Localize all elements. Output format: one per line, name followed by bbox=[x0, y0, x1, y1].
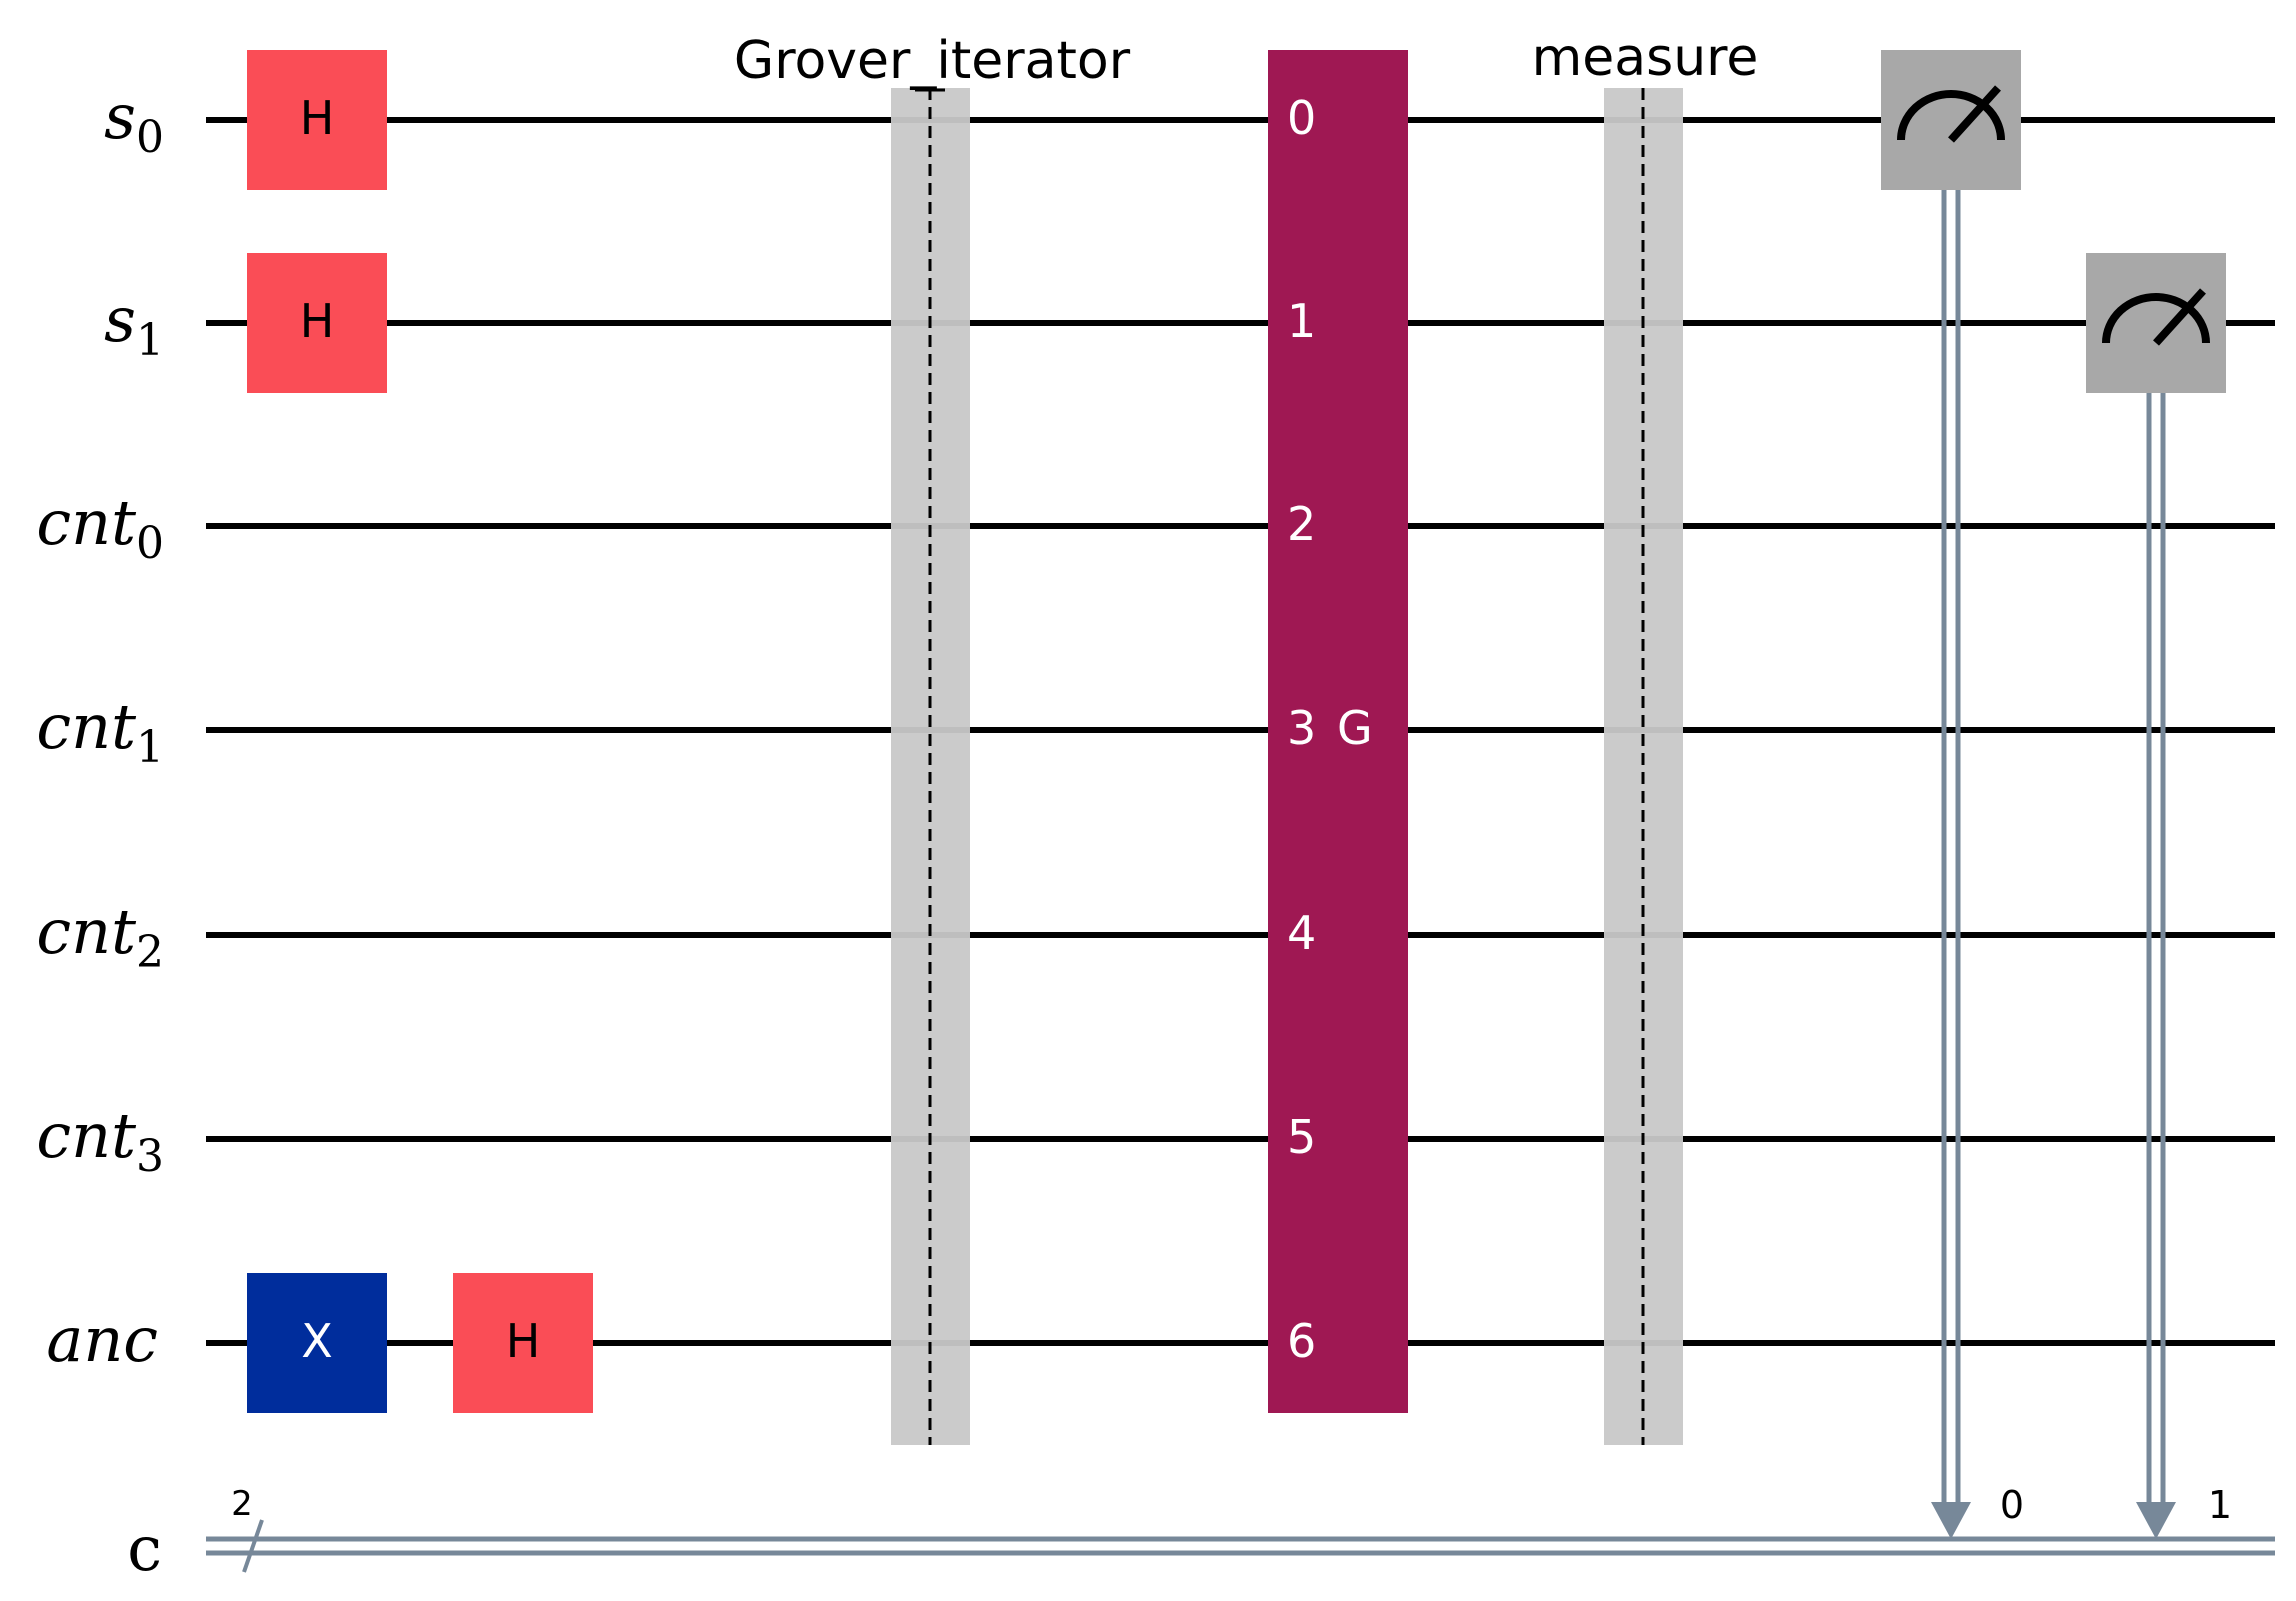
measure-connector-0 bbox=[1941, 190, 1961, 1505]
measure-gate-s0 bbox=[1881, 50, 2021, 190]
gate-h-anc: H bbox=[453, 1273, 593, 1413]
meter-icon bbox=[2102, 293, 2210, 344]
measure-arrow-1 bbox=[2136, 1502, 2176, 1539]
grover-port-5: 5 bbox=[1287, 1110, 1316, 1164]
barrier-label-grover-iterator: Grover_iterator bbox=[734, 31, 1131, 91]
wire-label-cnt3: cnt3 bbox=[36, 1099, 164, 1182]
wire-lines bbox=[206, 117, 2275, 1346]
grover-gate: 0 1 2 3 G 4 5 6 bbox=[1268, 50, 1408, 1413]
gate-h-s0: H bbox=[247, 50, 387, 190]
gate-h-s1: H bbox=[247, 253, 387, 393]
grover-port-2: 2 bbox=[1287, 497, 1316, 551]
grover-port-3: 3 bbox=[1287, 701, 1316, 755]
measure-arrow-0 bbox=[1931, 1502, 1971, 1539]
svg-text:H: H bbox=[506, 1314, 541, 1368]
grover-port-0: 0 bbox=[1287, 91, 1316, 145]
measure-bit-1: 1 bbox=[2208, 1483, 2232, 1527]
gate-x-anc: X bbox=[247, 1273, 387, 1413]
grover-gate-label: G bbox=[1337, 701, 1373, 755]
wire-label-c: c bbox=[127, 1512, 162, 1585]
measure-gate-s1 bbox=[2086, 253, 2226, 393]
meter-needle-icon bbox=[1948, 85, 2001, 143]
grover-port-6: 6 bbox=[1287, 1314, 1316, 1368]
meter-icon bbox=[1897, 90, 2005, 141]
wire-labels: s0 s1 cnt0 cnt1 cnt2 cnt3 anc c bbox=[36, 80, 164, 1585]
barrier-label-measure: measure bbox=[1532, 28, 1759, 88]
classical-bus-width: 2 bbox=[231, 1484, 253, 1524]
svg-text:H: H bbox=[300, 91, 335, 145]
classical-bus-slash bbox=[242, 1519, 264, 1573]
meter-needle-icon bbox=[2153, 288, 2206, 346]
grover-port-4: 4 bbox=[1287, 906, 1316, 960]
wire-label-cnt2: cnt2 bbox=[36, 895, 164, 978]
classical-wire bbox=[206, 1536, 2275, 1556]
barrier-grover-iterator: Grover_iterator bbox=[734, 31, 1131, 1445]
wire-label-s1: s1 bbox=[104, 283, 164, 366]
barrier-measure: measure bbox=[1532, 28, 1759, 1445]
wire-label-cnt0: cnt0 bbox=[36, 486, 164, 569]
wire-label-s0: s0 bbox=[104, 80, 164, 163]
measure-bit-0: 0 bbox=[2000, 1483, 2024, 1527]
wire-label-cnt1: cnt1 bbox=[36, 690, 164, 773]
svg-text:H: H bbox=[300, 294, 335, 348]
grover-port-1: 1 bbox=[1287, 294, 1316, 348]
measure-connector-1 bbox=[2146, 393, 2166, 1505]
svg-text:X: X bbox=[301, 1314, 333, 1368]
wire-label-anc: anc bbox=[46, 1303, 158, 1376]
